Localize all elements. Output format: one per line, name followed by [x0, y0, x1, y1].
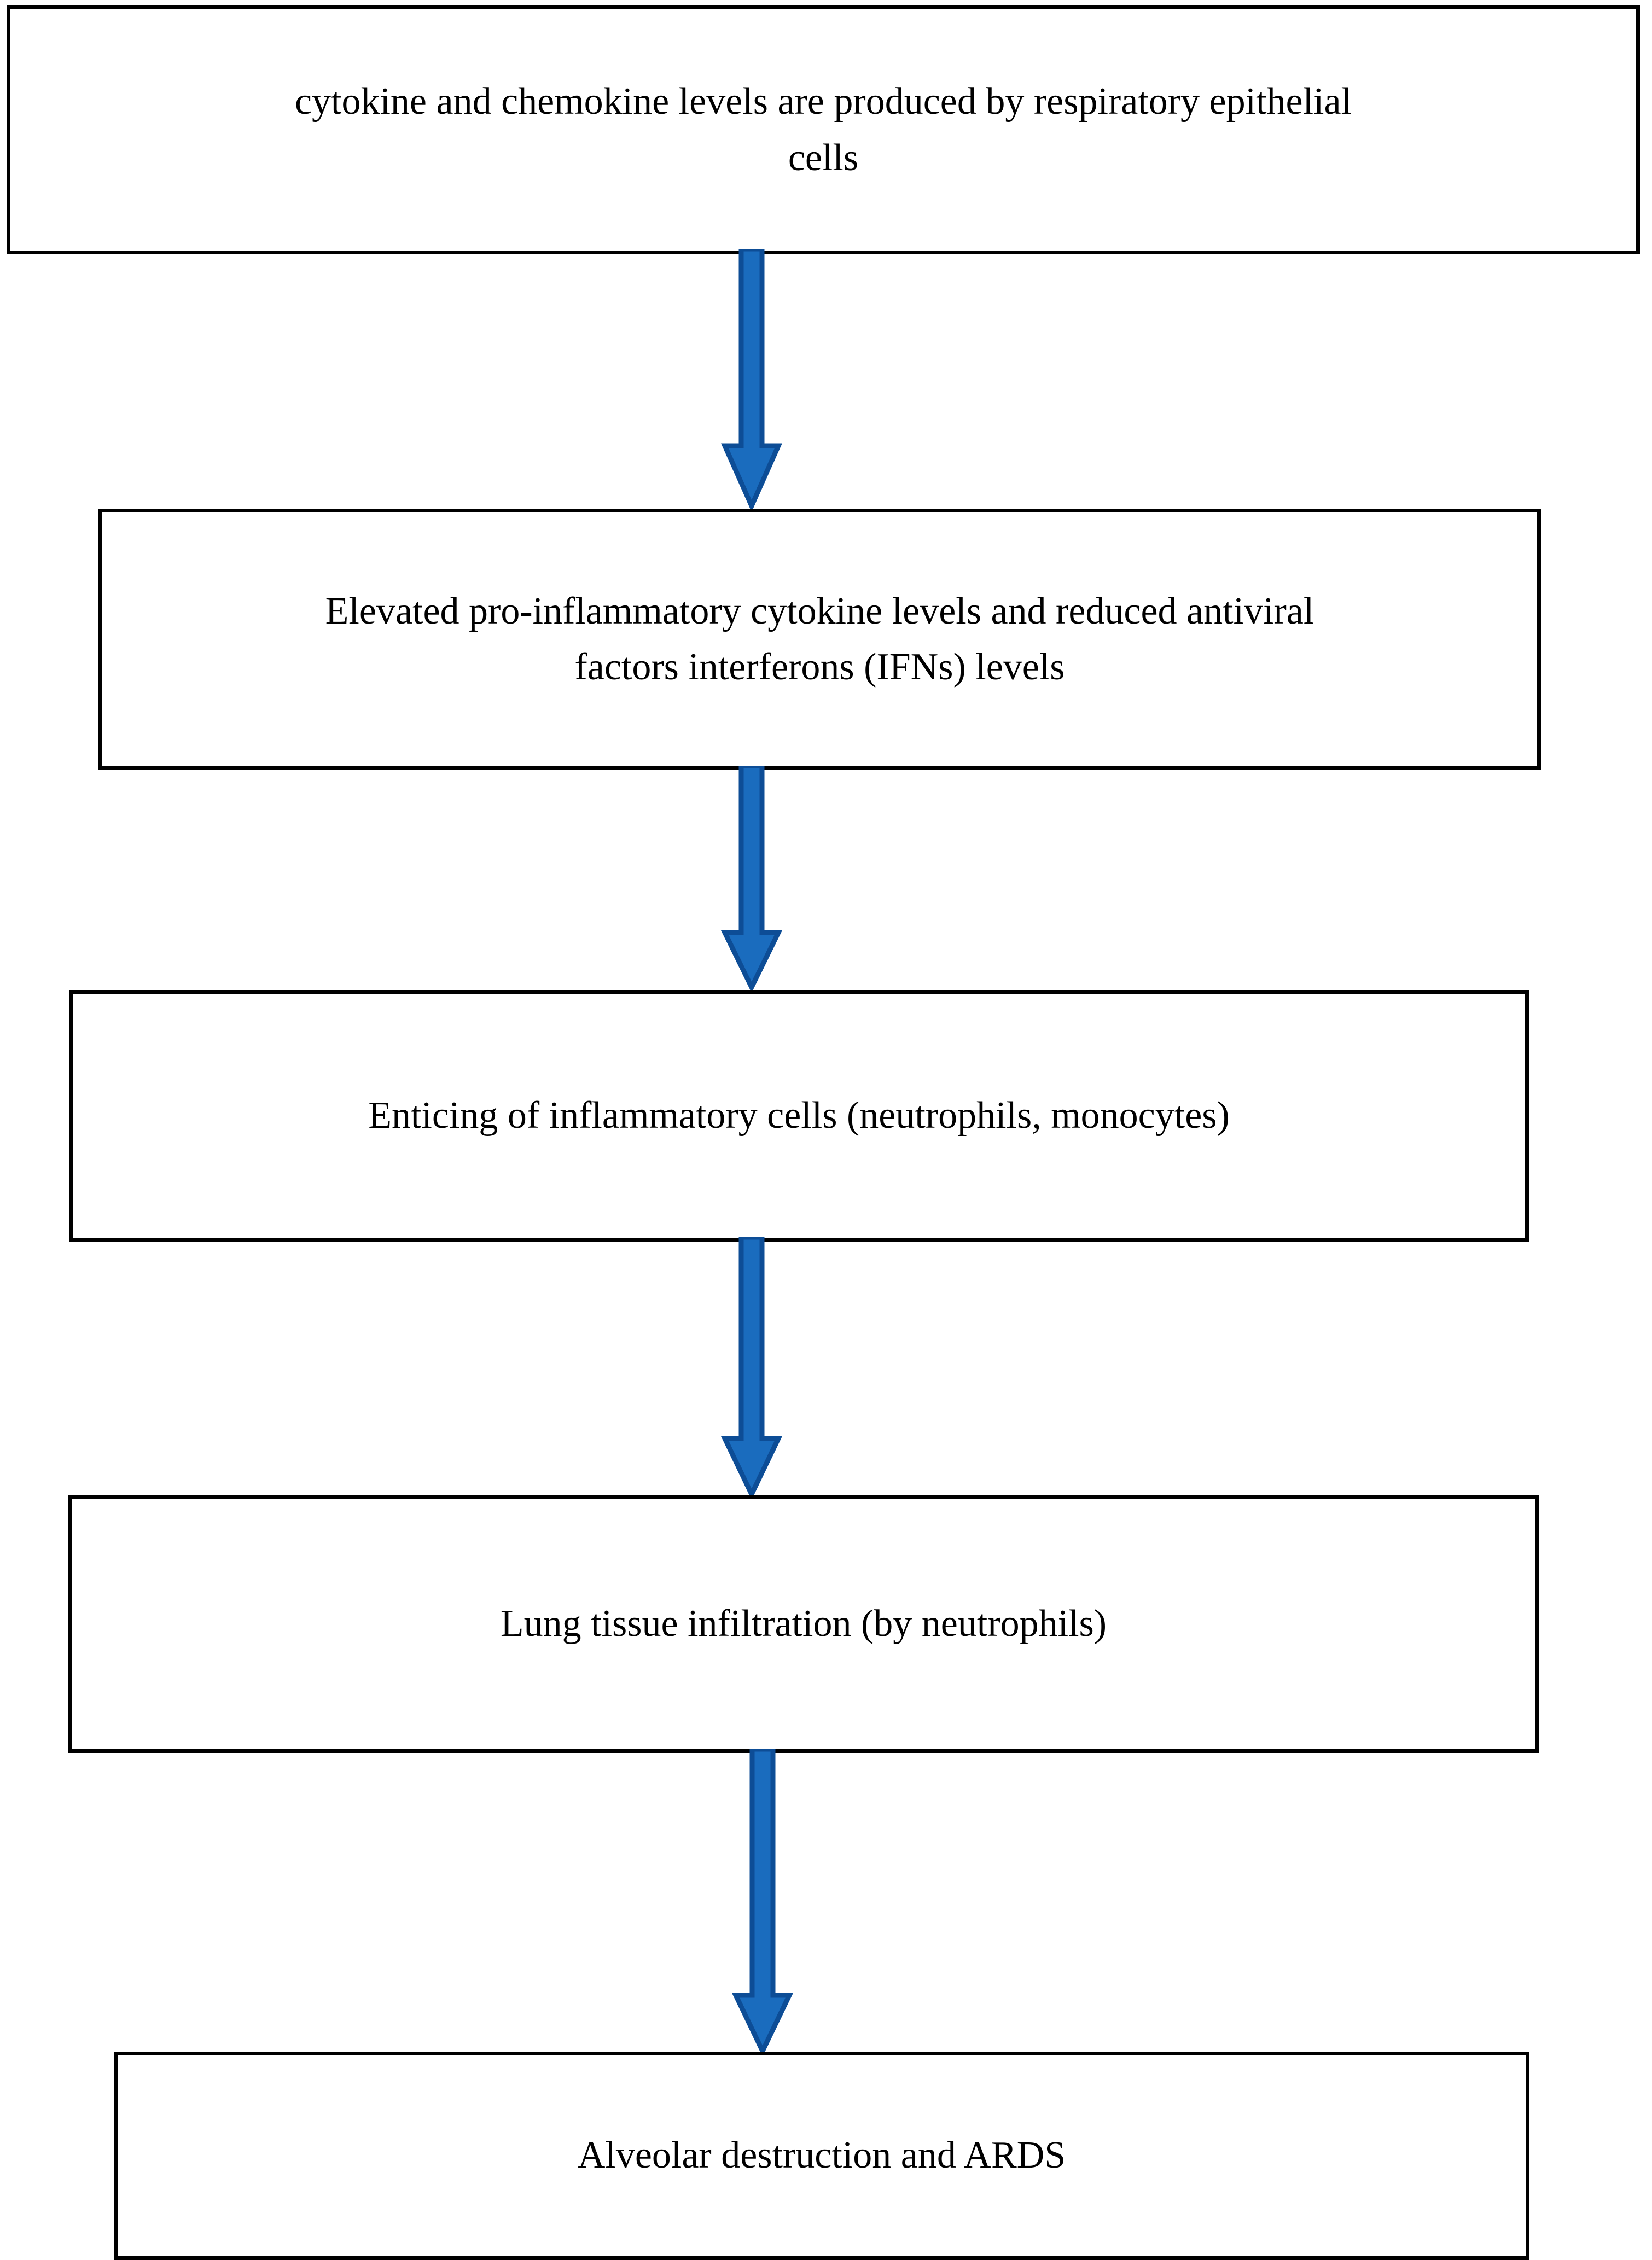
down-arrow-icon — [721, 249, 782, 511]
alveolar-destruction-box[interactable]: Alveolar destruction and ARDS — [114, 2052, 1529, 2260]
arrow-node3-to-node4 — [721, 1237, 782, 1499]
elevated-cytokine-box[interactable]: Elevated pro-inflammatory cytokine level… — [98, 509, 1541, 770]
arrow-node1-to-node2 — [721, 249, 782, 511]
down-arrow-icon — [721, 766, 782, 993]
down-arrow-icon — [732, 1749, 793, 2055]
inflammatory-cell-recruitment-box[interactable]: Enticing of inflammatory cells (neutroph… — [69, 990, 1529, 1242]
inflammatory-cell-recruitment-label: Enticing of inflammatory cells (neutroph… — [368, 1094, 1230, 1137]
arrow-node2-to-node3 — [721, 766, 782, 993]
down-arrow-icon — [721, 1237, 782, 1499]
alveolar-destruction-label: Alveolar destruction and ARDS — [577, 2134, 1066, 2177]
lung-infiltration-label: Lung tissue infiltration (by neutrophils… — [500, 1602, 1107, 1645]
arrow-node4-to-node5 — [732, 1749, 793, 2055]
cytokine-production-box[interactable]: cytokine and chemokine levels are produc… — [7, 5, 1640, 254]
lung-infiltration-box[interactable]: Lung tissue infiltration (by neutrophils… — [68, 1495, 1539, 1753]
cytokine-production-label: cytokine and chemokine levels are produc… — [294, 80, 1352, 179]
elevated-cytokine-label: Elevated pro-inflammatory cytokine level… — [325, 590, 1314, 688]
